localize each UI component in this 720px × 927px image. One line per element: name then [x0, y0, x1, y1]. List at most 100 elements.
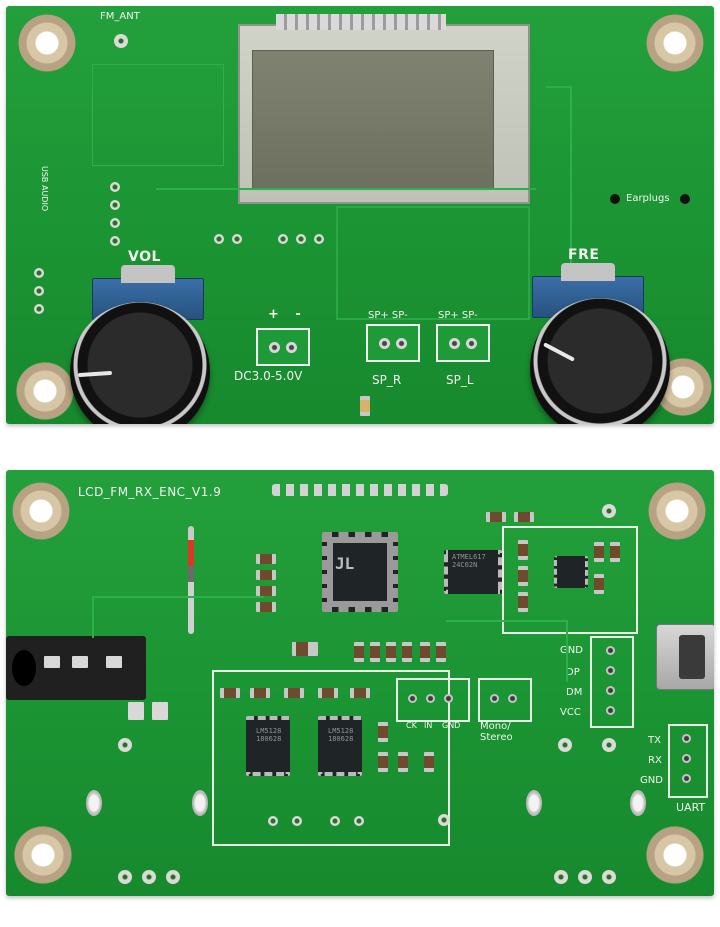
amp-right-marking: LM5128 180628: [328, 727, 354, 743]
smd-resistor: [514, 512, 534, 522]
smd-resistor: [284, 688, 304, 698]
lcd-display: [238, 14, 530, 204]
smd-cap: [518, 540, 528, 560]
uart-pin-rx: RX: [648, 755, 662, 766]
mounting-hole: [12, 482, 70, 540]
pcb-trace: [336, 206, 530, 320]
mcu-marking: JL: [335, 554, 355, 573]
jumper-label-ck: CK: [406, 721, 417, 730]
smd-cap: [594, 542, 604, 562]
smd-cap: [594, 574, 604, 594]
usb-pin-dp: DP: [566, 667, 580, 678]
mounting-hole: [18, 14, 76, 72]
pcb-trace: [446, 620, 568, 682]
board-version-label: LCD_FM_RX_ENC_V1.9: [78, 485, 222, 499]
jack-tab: [128, 702, 144, 720]
fre-label: FRE: [568, 247, 600, 263]
power-voltage-label: DC3.0-5.0V: [234, 369, 303, 383]
mounting-slot: [526, 790, 542, 816]
jumper-header: [396, 678, 470, 722]
smd-resistor: [486, 512, 506, 522]
mounting-hole: [646, 14, 704, 72]
sp-l-label: SP_L: [446, 373, 474, 387]
jack-pin: [44, 656, 60, 668]
usb-audio-label: USB AUDIO: [40, 166, 49, 212]
sp-r-label: SP_R: [372, 373, 402, 387]
via-pad: [602, 870, 616, 884]
smd-resistor: [256, 570, 276, 580]
amp-area-outline: [212, 670, 450, 846]
via-pad: [354, 816, 364, 826]
jack-opening: [12, 650, 36, 686]
amp-chip-right: LM5128 180628: [318, 716, 362, 776]
antenna-pad: [114, 34, 128, 48]
via-pad: [110, 236, 120, 246]
via-pad: [278, 234, 288, 244]
mcu-chip: JL: [322, 532, 398, 612]
via-pad: [578, 870, 592, 884]
smd-cap: [436, 642, 446, 662]
sp-r-pin-label: SP+ SP-: [368, 310, 408, 321]
mounting-hole: [648, 482, 706, 540]
smd-resistor: [350, 688, 370, 698]
volume-knob[interactable]: [70, 302, 210, 424]
via-pad: [558, 738, 572, 752]
smd-cap: [354, 642, 364, 662]
eeprom-chip: ATMEL617 24C02N: [444, 550, 502, 594]
smd-resistor: [256, 586, 276, 596]
mono-stereo-header: [478, 678, 532, 722]
uart-label: UART: [676, 801, 706, 814]
mounting-slot: [86, 790, 102, 816]
headphone-jack: [6, 636, 146, 700]
jumper-label-gnd: GND: [442, 721, 461, 730]
fm-ant-label: FM_ANT: [100, 11, 140, 22]
smd-resistor: [256, 602, 276, 612]
via-pad: [296, 234, 306, 244]
smd-cap: [610, 542, 620, 562]
lcd-header-pins: [272, 484, 448, 496]
jumper-label-in: IN: [424, 721, 433, 730]
via-pad: [34, 304, 44, 314]
frequency-knob[interactable]: [530, 298, 670, 424]
micro-usb-port[interactable]: [656, 624, 714, 690]
earplugs-label: Earplugs: [626, 193, 670, 204]
smd-resistor: [292, 642, 318, 656]
speaker-right-terminal: [366, 324, 420, 362]
usb-pin-gnd: GND: [560, 645, 583, 656]
pcb-trace: [92, 596, 264, 638]
via-pad: [110, 218, 120, 228]
smd-resistor: [220, 688, 240, 698]
knob-indicator: [77, 370, 113, 378]
via-pad: [214, 234, 224, 244]
usb-pin-header: [590, 636, 634, 728]
knob-indicator: [543, 342, 575, 362]
earplug-pad: [680, 194, 690, 204]
pcb-trace: [156, 188, 536, 191]
smd-cap: [518, 592, 528, 612]
pcb-front-board: FM_ANT USB AUDIO Earplugs VOL FRE + - DC…: [6, 6, 714, 424]
sp-l-pin-label: SP+ SP-: [438, 310, 478, 321]
uart-pin-tx: TX: [648, 735, 661, 746]
power-polarity-label: + -: [268, 307, 307, 322]
jack-pin: [106, 656, 122, 668]
smd-resistor: [256, 554, 276, 564]
mounting-hole: [16, 362, 74, 420]
smd-led: [360, 396, 370, 416]
via-pad: [142, 870, 156, 884]
via-pad: [34, 286, 44, 296]
usb-opening: [679, 635, 705, 679]
lcd-glass: [252, 50, 494, 190]
via-pad: [232, 234, 242, 244]
via-pad: [330, 816, 340, 826]
via-pad: [314, 234, 324, 244]
smd-cap: [402, 642, 412, 662]
mounting-slot: [630, 790, 646, 816]
vol-label: VOL: [128, 249, 161, 265]
via-pad: [110, 200, 120, 210]
usb-pin-dm: DM: [566, 687, 583, 698]
via-pad: [438, 814, 450, 826]
amp-chip-left: LM5128 180628: [246, 716, 290, 776]
rf-module-outline: [92, 64, 224, 166]
via-pad: [118, 738, 132, 752]
jack-tab: [152, 702, 168, 720]
